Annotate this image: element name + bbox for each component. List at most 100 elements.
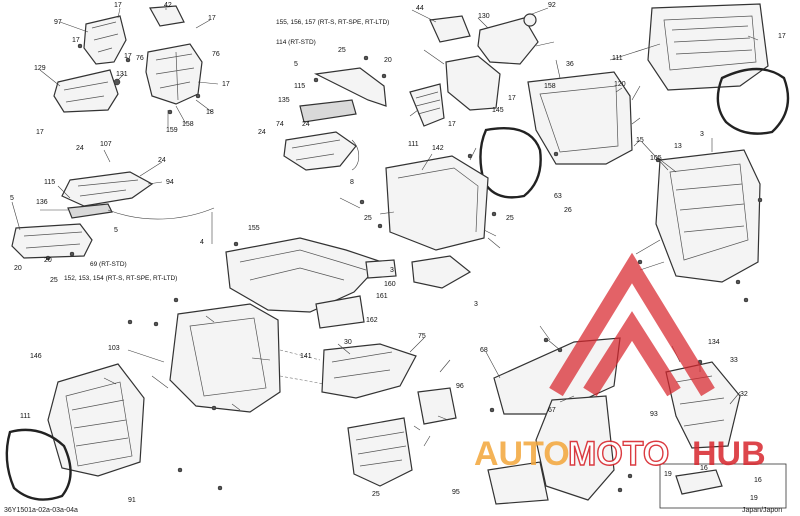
part-129 <box>53 69 119 113</box>
callout: 3 <box>474 301 478 308</box>
cable-115 <box>107 207 215 220</box>
callout: 17 <box>222 81 230 88</box>
callout: 111 <box>612 55 623 62</box>
inset-detail: 19 16 16 19 <box>659 463 787 509</box>
trunk-lid-group <box>647 3 790 135</box>
callout: 17 <box>778 33 786 40</box>
callout: 19 <box>664 471 672 478</box>
part-42 <box>149 5 185 27</box>
callout: 115 <box>294 83 305 90</box>
callout: 115 <box>44 179 55 186</box>
saddlebag-box-group <box>385 155 489 289</box>
fasteners <box>45 43 763 493</box>
left-saddlebag-group <box>5 363 145 501</box>
callout: 67 <box>548 407 556 414</box>
callout: 105 <box>650 155 662 162</box>
watermark-auto: AUTO <box>474 435 570 473</box>
storage-box-group <box>169 303 325 413</box>
callout: 97 <box>54 19 62 26</box>
callout: 25 <box>372 491 380 498</box>
front-upper-bracket-group <box>53 5 203 113</box>
part-92 <box>523 13 537 27</box>
part-131 <box>113 78 121 86</box>
callout: 3 <box>700 131 704 138</box>
part-1-frame <box>655 149 761 283</box>
watermark-logo: AUTO MOTO HUB <box>474 252 766 474</box>
callout: 94 <box>166 179 174 186</box>
callout: 44 <box>416 5 424 12</box>
part-146 <box>47 363 145 477</box>
part-141 <box>169 303 281 413</box>
part-74 <box>283 131 357 171</box>
part-111-seal <box>716 67 790 135</box>
callout: 16 <box>700 465 708 472</box>
callout: 20 <box>384 57 392 64</box>
callout: 25 <box>364 215 372 222</box>
part-95 <box>347 417 413 487</box>
callout: 120 <box>614 81 626 88</box>
fairing-panel-group <box>487 337 741 505</box>
callout: 134 <box>708 339 720 346</box>
part-67-panel <box>535 395 615 501</box>
top-center-group <box>409 13 539 127</box>
callout: 136 <box>36 199 48 206</box>
callout: 75 <box>418 333 426 340</box>
part-135 <box>299 99 357 123</box>
part-5-liner <box>11 223 93 259</box>
note-152: 152, 153, 154 (RT-S, RT-SPE, RT-LTD) <box>64 275 177 282</box>
callout: 30 <box>344 339 352 346</box>
callout: 103 <box>108 345 120 352</box>
callout: 24 <box>76 145 84 152</box>
callout: 141 <box>300 353 312 360</box>
market-note: Japan/Japon <box>742 507 782 514</box>
callout: 25 <box>50 277 58 284</box>
note-114: 114 (RT-STD) <box>276 39 316 46</box>
callout: 158 <box>544 83 556 90</box>
center-hinge-group <box>283 67 387 171</box>
part-106 <box>315 295 365 329</box>
part-111-seal-b <box>479 127 542 199</box>
callout: 3 <box>390 267 394 274</box>
callout: 25 <box>338 47 346 54</box>
part-41 <box>411 255 472 289</box>
callout: 17 <box>508 95 516 102</box>
part-55 <box>665 361 741 449</box>
part-89 <box>409 83 445 127</box>
callout: 76 <box>136 55 144 62</box>
left-lid-liner-group <box>11 171 215 259</box>
callout: 91 <box>128 497 136 504</box>
watermark-moto: MOTO <box>568 435 669 473</box>
callout: 18 <box>206 109 214 116</box>
callout: 158 <box>182 121 194 128</box>
part-94 <box>61 171 154 207</box>
callout: 17 <box>124 53 132 60</box>
part-44 <box>429 15 471 43</box>
callout: 131 <box>116 71 128 78</box>
callout: 8 <box>350 179 354 186</box>
callout: 5 <box>114 227 118 234</box>
watermark-hub: HUB <box>692 435 766 473</box>
drawing-code: 36Y1501a-02a-03a-04a <box>4 507 78 514</box>
callout: 129 <box>34 65 46 72</box>
watermark-triangle-inner <box>583 311 681 397</box>
part-160 <box>365 259 397 279</box>
callout: 17 <box>72 37 80 44</box>
callout: 33 <box>730 357 738 364</box>
part-145 <box>527 71 633 165</box>
part-67 <box>487 461 549 505</box>
callout: 107 <box>100 141 112 148</box>
part-111-seal-c <box>5 428 72 501</box>
part-77 <box>445 55 501 111</box>
callout: 13 <box>674 143 682 150</box>
callout: 160 <box>384 281 396 288</box>
callout-labels: 97 17 42 17 17 17 76 76 17 18 158 159 12… <box>10 2 786 504</box>
inset-part <box>675 469 723 495</box>
part-3-frame <box>225 237 384 313</box>
part-96 <box>417 387 457 425</box>
note-69: 69 (RT-STD) <box>90 261 127 268</box>
callout: 135 <box>278 97 290 104</box>
callout: 24 <box>158 157 166 164</box>
leader-lines <box>11 7 759 447</box>
callout: 20 <box>14 265 22 272</box>
